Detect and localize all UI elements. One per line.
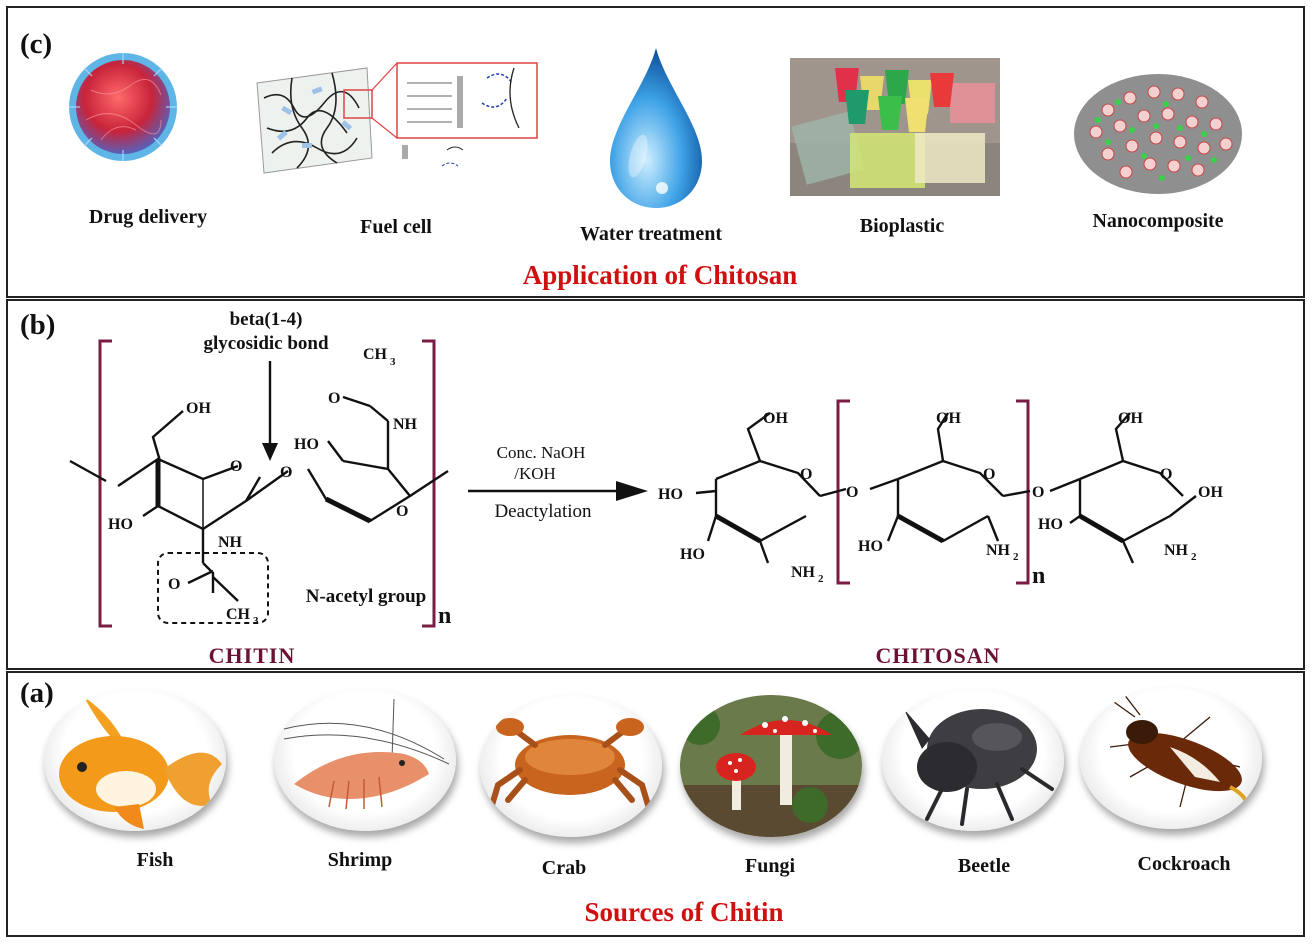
chitosan-nh2-1-sub: 2 <box>818 573 824 585</box>
bioplastic-label: Bioplastic <box>859 215 945 237</box>
beetle-disc <box>882 689 1064 831</box>
fish-disc <box>44 689 226 831</box>
reaction-name: Deactylation <box>494 501 592 522</box>
water-drop-icon <box>610 48 702 208</box>
chitin-repeat-n: n <box>438 603 451 629</box>
chitosan-ho-3: HO <box>1038 516 1063 533</box>
chitin-ch3-2-sub: 3 <box>390 356 396 368</box>
shrimp-icon <box>283 698 450 810</box>
applications-panel: (c) Drug delivery <box>6 6 1305 298</box>
chitosan-nh2-3-sub: 2 <box>1191 551 1197 563</box>
chitosan-ho-1a: HO <box>658 486 683 503</box>
acetyl-ch3-sub: 3 <box>253 615 259 627</box>
sources-title: Sources of Chitin <box>584 897 784 927</box>
chitin-oh-1: OH <box>186 400 211 417</box>
bond-label-line2: glycosidic bond <box>203 333 329 354</box>
chitin-ch3-2: CH <box>363 346 388 363</box>
drug-delivery-label: Drug delivery <box>88 206 208 228</box>
chitin-ring-o-2: O <box>396 503 408 520</box>
beetle-label: Beetle <box>957 855 1011 877</box>
glycosidic-o: O <box>280 464 292 481</box>
deacetylation-panel: (b) <box>6 299 1305 670</box>
crab-disc <box>480 695 662 837</box>
n-acetyl-label: N-acetyl group <box>305 586 427 607</box>
chitosan-oh-1: OH <box>763 410 788 427</box>
chitosan-repeat-n: n <box>1032 563 1045 589</box>
fungi-label: Fungi <box>744 855 796 877</box>
nanocomposite-label: Nanocomposite <box>1092 210 1224 232</box>
chitin-nh-2: NH <box>393 416 418 433</box>
chitosan-terminal-oh: OH <box>1198 484 1223 501</box>
fuel-cell-label: Fuel cell <box>360 216 432 238</box>
crab-icon <box>489 718 651 808</box>
chitosan-oh-3: OH <box>1118 410 1143 427</box>
chitosan-ring-o-1: O <box>800 466 812 483</box>
chitin-ho-1: HO <box>108 516 133 533</box>
chitin-nh-1: NH <box>218 534 243 551</box>
goldfish-icon <box>59 697 222 829</box>
chitosan-ho-2: HO <box>858 538 883 555</box>
acetyl-ch3: CH <box>226 606 251 623</box>
crab-label: Crab <box>541 857 587 879</box>
plastic-cups-icon <box>790 58 1000 196</box>
nanoparticle-sphere-icon <box>69 53 177 161</box>
cockroach-icon <box>1099 688 1248 808</box>
cockroach-disc <box>1080 687 1262 829</box>
applications-title: Application of Chitosan <box>522 260 798 290</box>
fungi-disc <box>680 695 862 837</box>
chitin-ho-2: HO <box>294 436 319 453</box>
chitin-label: CHITIN <box>208 643 296 668</box>
bond-label-line1: beta(1-4) <box>229 309 303 330</box>
water-treatment-label: Water treatment <box>580 223 722 245</box>
fish-label: Fish <box>136 849 174 871</box>
acetyl-o: O <box>168 576 180 593</box>
shrimp-disc <box>274 689 456 831</box>
sources-panel: (a) Fish Shrimp <box>6 671 1305 937</box>
chitosan-link-o-2: O <box>1032 484 1044 501</box>
membrane-network-icon <box>256 62 538 174</box>
chitosan-label: CHITOSAN <box>875 643 1001 668</box>
nanocomposite-ellipse-icon <box>1074 74 1242 194</box>
chitosan-nh2-2: NH <box>986 542 1011 559</box>
atom-labels: OH O HO NH O HO NH O CH 3 O O CH 3 OH O … <box>108 346 1223 629</box>
chitosan-nh2-1: NH <box>791 564 816 581</box>
reagent-line2: /KOH <box>514 464 556 483</box>
chitosan-ho-1b: HO <box>680 546 705 563</box>
chitosan-link-o-1: O <box>846 484 858 501</box>
cockroach-label: Cockroach <box>1137 853 1231 875</box>
panel-b-letter: (b) <box>20 309 56 341</box>
panel-a-letter: (a) <box>20 677 54 709</box>
mushroom-icon <box>680 695 862 837</box>
chitosan-ring-o-3: O <box>1160 466 1172 483</box>
chitosan-oh-2: OH <box>936 410 961 427</box>
shrimp-label: Shrimp <box>327 849 393 871</box>
reaction-scheme <box>69 339 1197 628</box>
chitosan-nh2-2-sub: 2 <box>1013 551 1019 563</box>
chitin-carbonyl-o-2: O <box>328 390 340 407</box>
reagent-line1: Conc. NaOH <box>496 443 586 462</box>
panel-c-letter: (c) <box>20 28 53 60</box>
chitosan-nh2-3: NH <box>1164 542 1189 559</box>
chitosan-ring-o-2: O <box>983 466 995 483</box>
chitin-ring-o-1: O <box>230 458 242 475</box>
beetle-icon <box>904 709 1054 826</box>
